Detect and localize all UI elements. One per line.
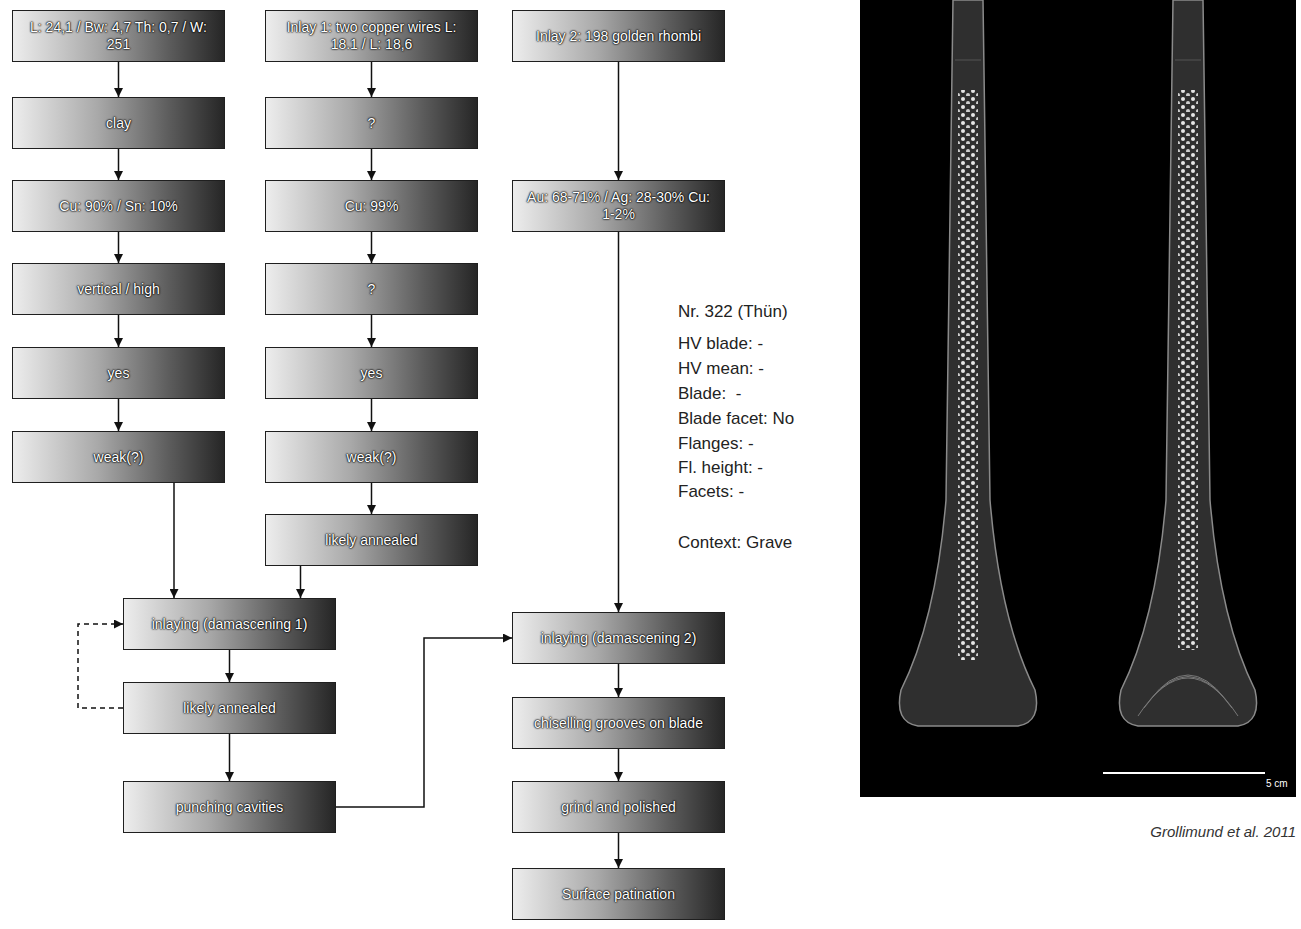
box-text: Inlay 1: two copper wires L: 18.1 / L: 1… (276, 19, 467, 53)
box-text: weak(?) (347, 449, 397, 466)
process-box: Inlay 2: 198 golden rhombi (512, 10, 725, 62)
flow-arrow (118, 149, 120, 180)
process-box: inlaying (damascening 2) (512, 612, 725, 664)
box-text: inlaying (damascening 2) (541, 630, 697, 647)
box-text: Cu: 90% / Sn: 10% (59, 198, 177, 215)
attribute-line: Fl. height: - (678, 458, 763, 478)
process-box: Cu: 90% / Sn: 10% (12, 180, 225, 232)
process-box: punching cavities (123, 781, 336, 833)
flow-arrow (229, 734, 231, 781)
box-text: Inlay 2: 198 golden rhombi (536, 28, 701, 45)
process-box: clay (12, 97, 225, 149)
process-box: Surface patination (512, 868, 725, 920)
box-text: punching cavities (176, 799, 283, 816)
process-box: Au: 68-71% / Ag: 28-30% Cu: 1-2% (512, 180, 725, 232)
attribute-line: Blade facet: No (678, 409, 794, 429)
flow-arrow (336, 638, 512, 807)
attribute-line: Blade: - (678, 384, 741, 404)
flow-arrow (371, 315, 373, 347)
box-text: ? (368, 115, 376, 132)
flow-arrow (371, 483, 373, 514)
attribute-line: HV mean: - (678, 359, 764, 379)
box-text: chiselling grooves on blade (534, 715, 703, 732)
box-text: Surface patination (562, 886, 675, 903)
flow-arrow (300, 566, 302, 598)
box-text: grind and polished (561, 799, 675, 816)
flow-arrow (618, 232, 620, 612)
box-text: inlaying (damascening 1) (152, 616, 308, 633)
flow-arrow (618, 833, 620, 868)
box-text: vertical / high (77, 281, 159, 298)
process-box: inlaying (damascening 1) (123, 598, 336, 650)
object-number: Nr. 322 (Thün) (678, 302, 788, 322)
box-text: yes (361, 365, 383, 382)
box-text: likely annealed (183, 700, 276, 717)
process-box: likely annealed (123, 682, 336, 734)
box-text: likely annealed (325, 532, 418, 549)
dagger-left (899, 0, 1036, 726)
box-text: clay (106, 115, 131, 132)
context-note: Context: Grave (678, 533, 792, 553)
flow-arrow (618, 749, 620, 781)
process-box: weak(?) (12, 431, 225, 483)
process-box: vertical / high (12, 263, 225, 315)
flow-arrow (618, 62, 620, 180)
flow-arrow (118, 232, 120, 263)
photo-ground (860, 0, 1296, 797)
box-text: yes (108, 365, 130, 382)
flow-arrow (118, 399, 120, 431)
process-box: Inlay 1: two copper wires L: 18.1 / L: 1… (265, 10, 478, 62)
process-box: yes (12, 347, 225, 399)
box-text: ? (368, 281, 376, 298)
dagger-right (1119, 0, 1256, 726)
flow-arrow (118, 62, 120, 97)
process-box: likely annealed (265, 514, 478, 566)
image-credit: Grollimund et al. 2011 (1150, 823, 1296, 840)
flow-arrow (118, 315, 120, 347)
scale-bar (1103, 772, 1265, 774)
flow-arrow (78, 624, 123, 708)
attribute-line: HV blade: - (678, 334, 763, 354)
process-box: yes (265, 347, 478, 399)
box-text: L: 24,1 / Bw: 4,7 Th: 0,7 / W: 251 (23, 19, 214, 53)
attribute-line: Facets: - (678, 482, 744, 502)
flow-arrow (618, 664, 620, 697)
process-box: ? (265, 97, 478, 149)
box-text: weak(?) (94, 449, 144, 466)
flow-arrow (371, 232, 373, 263)
process-box: chiselling grooves on blade (512, 697, 725, 749)
process-box: grind and polished (512, 781, 725, 833)
box-text: Cu: 99% (345, 198, 399, 215)
flow-arrow (173, 483, 175, 598)
flow-arrow (371, 149, 373, 180)
process-box: L: 24,1 / Bw: 4,7 Th: 0,7 / W: 251 (12, 10, 225, 62)
flow-arrow (229, 650, 231, 682)
process-box: weak(?) (265, 431, 478, 483)
process-box: Cu: 99% (265, 180, 478, 232)
box-text: Au: 68-71% / Ag: 28-30% Cu: 1-2% (523, 189, 714, 223)
flow-arrow (371, 399, 373, 431)
scale-label: 5 cm (1266, 778, 1288, 789)
flow-arrow (371, 62, 373, 97)
process-box: ? (265, 263, 478, 315)
attribute-line: Flanges: - (678, 434, 754, 454)
